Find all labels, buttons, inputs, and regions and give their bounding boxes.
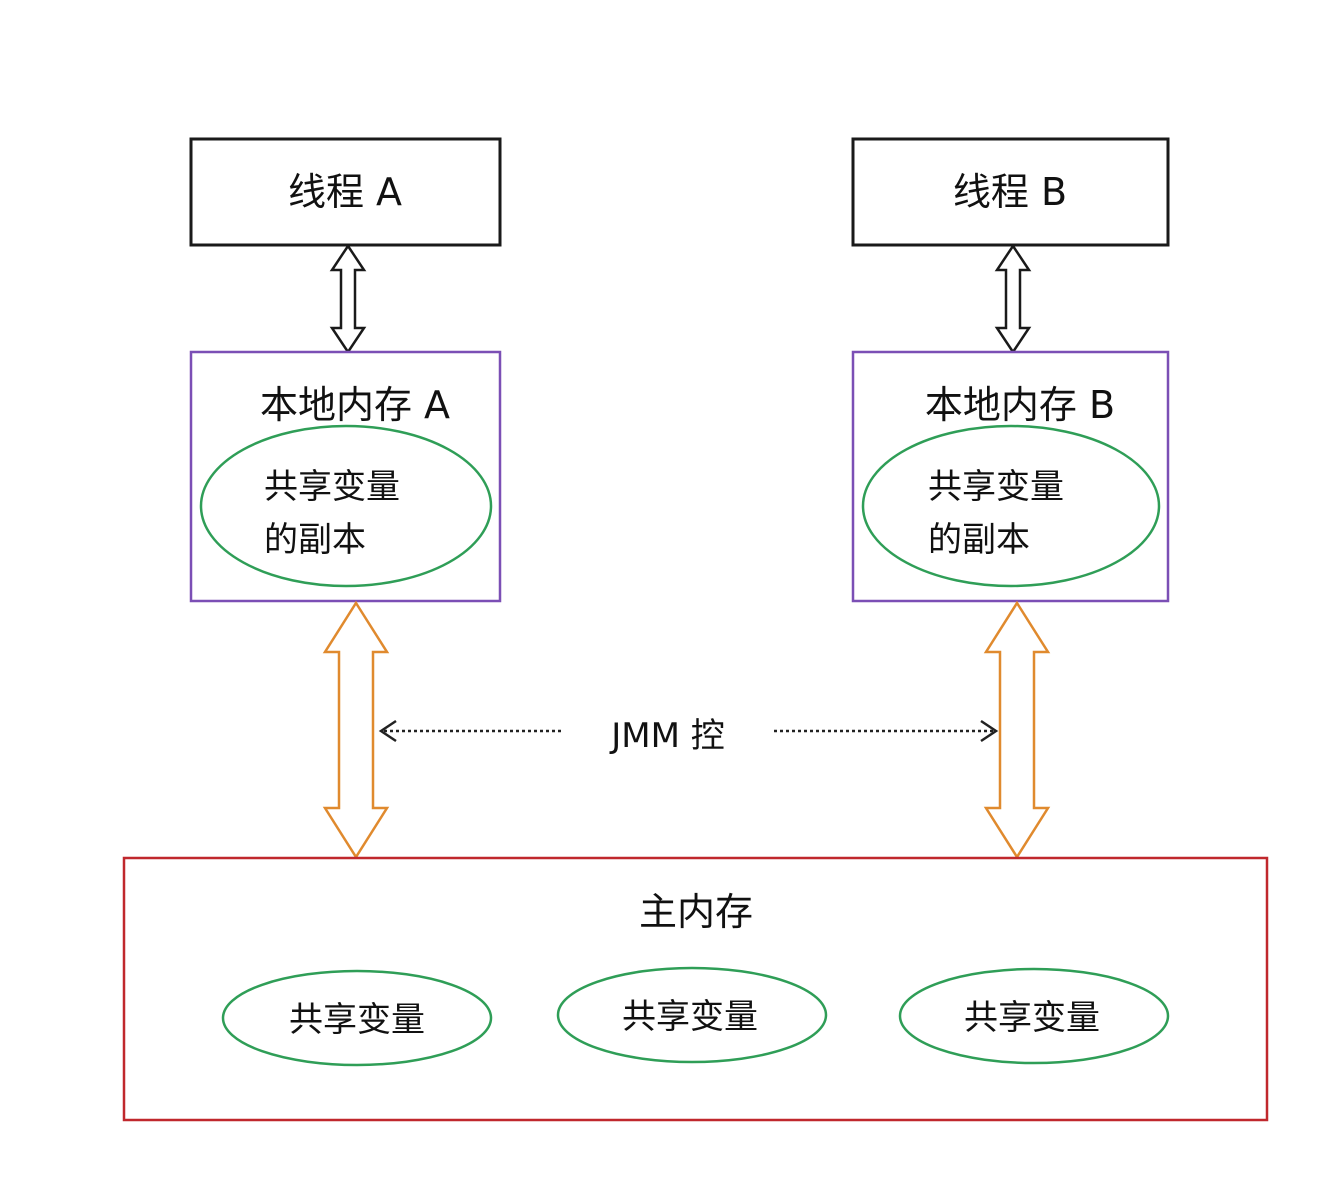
thread-a-box [189, 137, 502, 247]
thread-a-local-arrow [329, 243, 367, 355]
local-b-copy-line1: 共享变量 [928, 467, 1064, 507]
main-shared-var-1-label: 共享变量 [289, 1000, 425, 1040]
local-memory-a-label: 本地内存 A [260, 383, 450, 427]
thread-b-local-arrow [994, 243, 1032, 355]
main-shared-var-3-ellipse [898, 967, 1170, 1065]
jmm-label: JMM 控 [609, 716, 725, 756]
main-memory-label: 主内存 [639, 890, 753, 934]
thread-a-label: 线程 A [288, 170, 402, 214]
main-shared-var-1-ellipse [221, 969, 493, 1067]
main-memory-box [122, 856, 1269, 1122]
local-b-copy-line2: 的副本 [928, 520, 1030, 560]
local-a-copy-line2: 的副本 [264, 520, 366, 560]
main-shared-var-2-ellipse [556, 966, 828, 1064]
thread-b-box [851, 137, 1170, 247]
local-a-copy-ellipse [199, 424, 493, 588]
local-b-copy-ellipse [861, 424, 1161, 588]
jmm-left-arrowhead [378, 719, 397, 743]
local-memory-b-box [851, 350, 1170, 603]
local-a-main-sync-arrow [322, 600, 390, 860]
main-shared-var-2-label: 共享变量 [622, 997, 758, 1037]
local-memory-b-label: 本地内存 B [925, 383, 1115, 427]
local-a-copy-line1: 共享变量 [264, 467, 400, 507]
local-memory-a-box [189, 350, 502, 603]
thread-b-label: 线程 B [953, 170, 1067, 214]
jmm-right-arrowhead [980, 719, 999, 743]
main-shared-var-3-label: 共享变量 [964, 998, 1100, 1038]
